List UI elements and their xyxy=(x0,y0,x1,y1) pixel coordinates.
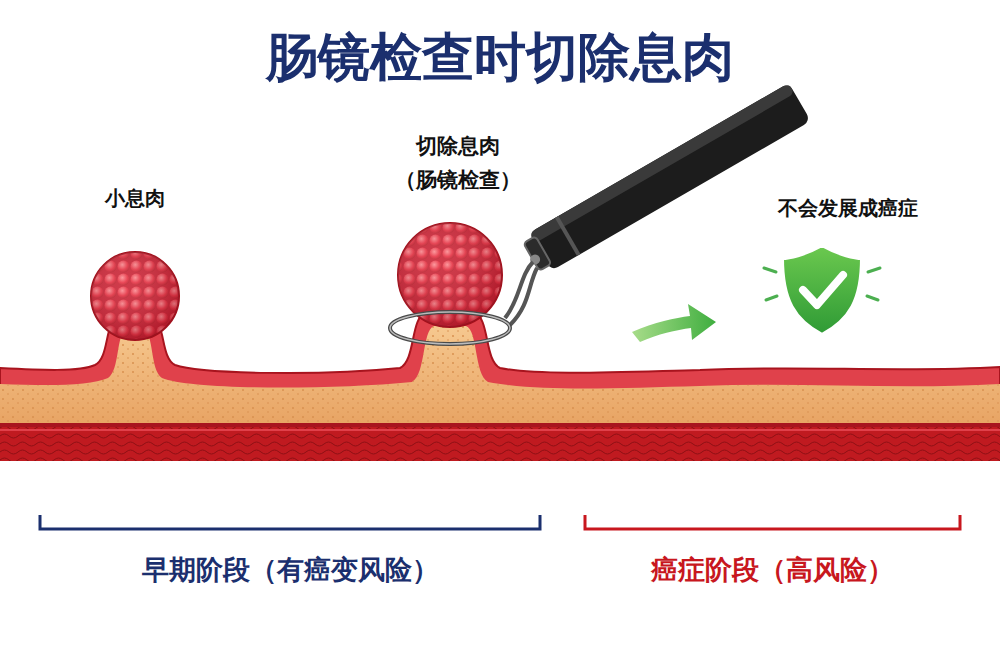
submucosa-layer xyxy=(0,326,1000,424)
stage-label: 癌症阶段（高风险） xyxy=(651,554,894,586)
endoscope xyxy=(518,83,811,278)
layer-line xyxy=(0,429,1000,431)
result-label: 不会发展成癌症 xyxy=(778,196,918,220)
stage-label: 早期阶段（有癌变风险） xyxy=(142,554,439,586)
snare-loop xyxy=(390,312,510,344)
diagram-title: 肠镜检查时切除息肉 xyxy=(266,26,734,88)
progress-arrow xyxy=(632,304,716,342)
check-shield xyxy=(764,245,880,335)
stage-bracket xyxy=(40,515,540,529)
layer-line xyxy=(0,423,1000,425)
snare-loop xyxy=(390,312,510,344)
submucosa-texture xyxy=(0,326,1000,424)
part-label: 小息肉 xyxy=(105,186,165,210)
snare-wire xyxy=(510,268,537,325)
part-label: （肠镜检查） xyxy=(395,168,521,193)
stage-bracket xyxy=(585,515,960,529)
muscle-layer xyxy=(0,425,1000,461)
polyp xyxy=(91,252,179,340)
part-label: 切除息肉 xyxy=(416,134,500,159)
